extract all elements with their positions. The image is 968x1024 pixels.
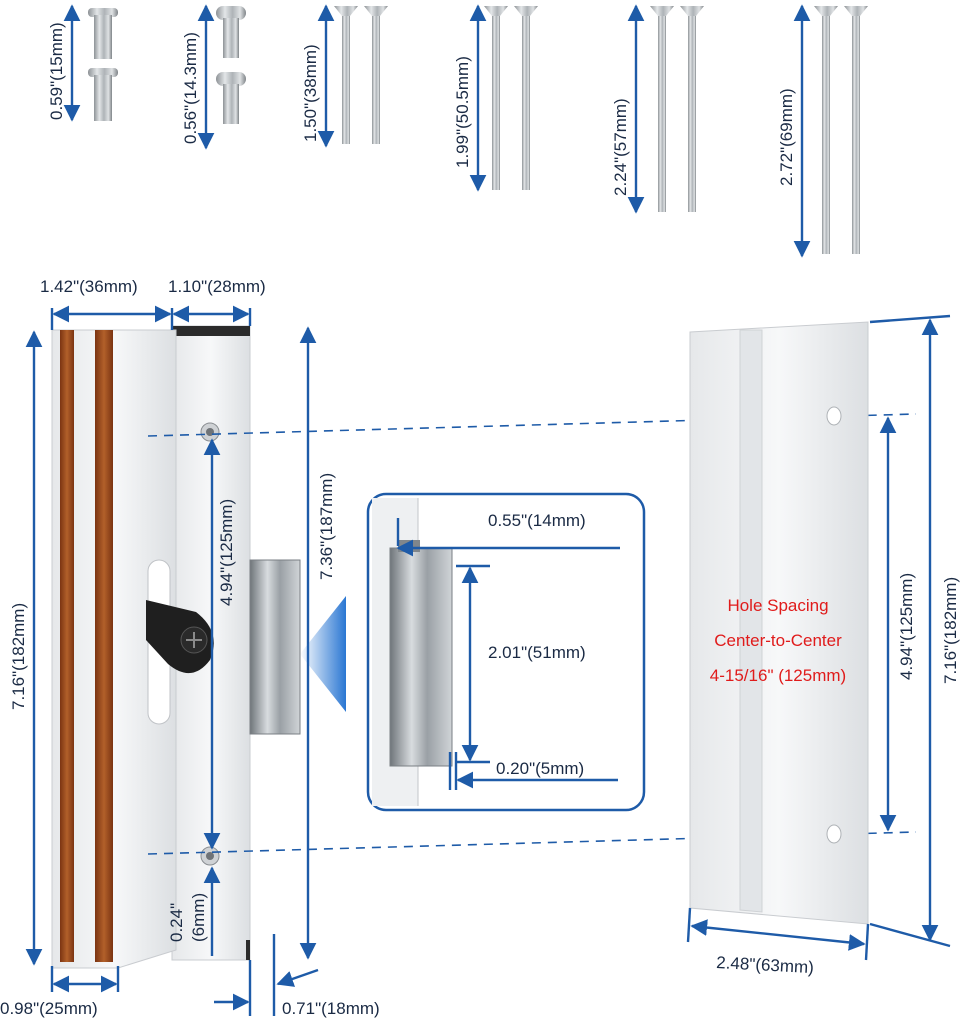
screw-long-icon bbox=[334, 6, 388, 144]
base-depth-label: 0.71"(18mm) bbox=[282, 999, 380, 1018]
screw-group-38mm: 1.50"(38mm) bbox=[301, 4, 388, 148]
hook-depth-label: 0.55"(14mm) bbox=[488, 511, 586, 530]
hook-height-label: 2.01"(51mm) bbox=[488, 643, 586, 662]
plate-height-label: 7.16"(182mm) bbox=[941, 577, 960, 684]
screw-length-label: 2.24"(57mm) bbox=[611, 98, 630, 196]
dimension-line bbox=[276, 968, 319, 987]
extension-line bbox=[869, 922, 951, 948]
plate-hole-spacing-label: 4.94"(125mm) bbox=[897, 573, 916, 680]
hole-spacing-label: 4.94"(125mm) bbox=[217, 499, 236, 606]
screw-length-label: 0.56"(14.3mm) bbox=[181, 32, 200, 144]
screw-length-label: 2.72"(69mm) bbox=[777, 88, 796, 186]
handle-width-label: 1.42"(36mm) bbox=[40, 277, 138, 296]
plate-fold bbox=[739, 329, 763, 913]
screw-length-label: 1.50"(38mm) bbox=[301, 44, 320, 142]
handle-height-label: 7.16"(182mm) bbox=[9, 603, 28, 710]
detail-hook bbox=[389, 547, 453, 767]
bottom-width-label: 0.98"(25mm) bbox=[0, 999, 98, 1018]
latch-hook bbox=[249, 559, 301, 735]
total-height-label: 7.36"(187mm) bbox=[317, 473, 336, 580]
hole-spacing-note-line1: Hole Spacing bbox=[727, 596, 828, 615]
plate-hole-icon bbox=[826, 406, 842, 426]
screw-long-icon bbox=[650, 6, 704, 212]
screw-short-icon bbox=[216, 6, 246, 124]
plate-hole-icon bbox=[826, 824, 842, 844]
hole-offset-label: 0.24" bbox=[167, 903, 186, 942]
extension-line bbox=[686, 907, 692, 943]
hole-spacing-note-line3: 4-15/16" (125mm) bbox=[710, 666, 846, 685]
hole-offset-mm-label: (6mm) bbox=[189, 893, 208, 942]
hole-spacing-note-line2: Center-to-Center bbox=[714, 631, 842, 650]
wood-strip bbox=[60, 330, 74, 962]
base-width-label: 1.10"(28mm) bbox=[168, 277, 266, 296]
screw-group-69mm: 2.72"(69mm) bbox=[777, 4, 868, 258]
extension-line bbox=[864, 923, 870, 961]
screw-length-label: 1.99"(50.5mm) bbox=[453, 56, 472, 168]
hook-thickness-label: 0.20"(5mm) bbox=[496, 759, 584, 778]
wood-strip bbox=[95, 330, 113, 962]
screw-long-icon bbox=[484, 6, 538, 190]
screw-sleeve-icon bbox=[88, 8, 118, 121]
screw-group-50mm: 1.99"(50.5mm) bbox=[453, 4, 538, 192]
base-gasket bbox=[172, 326, 250, 336]
extension-line bbox=[869, 314, 951, 324]
screw-length-label: 0.59"(15mm) bbox=[47, 22, 66, 120]
dimension-line bbox=[690, 919, 866, 951]
screw-long-icon bbox=[814, 6, 868, 254]
detail-callout: 0.55"(14mm) 2.01"(51mm) 0.20"(5mm) bbox=[300, 492, 646, 812]
latch-lever bbox=[146, 600, 214, 674]
plate-width-label: 2.48"(63mm) bbox=[716, 953, 815, 977]
handle-dimensions: 1.42"(36mm) 1.10"(28mm) 7.16"(182mm) 7.3… bbox=[0, 277, 380, 1018]
handle-grip bbox=[51, 329, 177, 969]
screw-group-15mm: 0.59"(15mm) bbox=[47, 4, 118, 122]
screw-group-57mm: 2.24"(57mm) bbox=[611, 4, 704, 214]
screw-group-14mm: 0.56"(14.3mm) bbox=[181, 4, 246, 150]
handle-illustration bbox=[51, 325, 301, 969]
mounting-plate: Hole Spacing Center-to-Center 4-15/16" (… bbox=[686, 314, 960, 977]
magnifier-beam bbox=[300, 596, 346, 712]
